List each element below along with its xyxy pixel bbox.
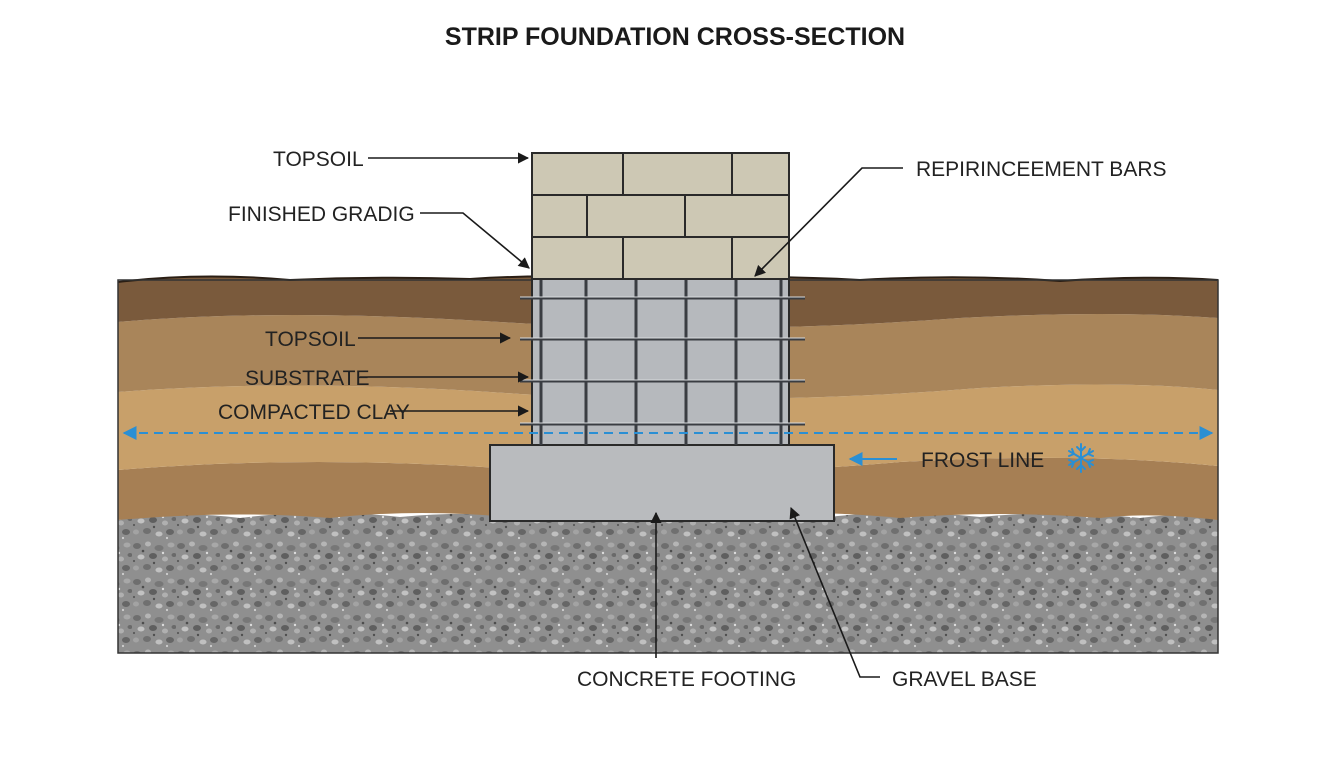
diagram-title: STRIP FOUNDATION CROSS-SECTION [445, 23, 905, 51]
callout-labels: TOPSOIL FINISHED GRADIG REPIRINCEEMENT B… [218, 148, 1167, 691]
block-wall [531, 152, 790, 280]
label-reinforcement-bars: REPIRINCEEMENT BARS [916, 158, 1167, 181]
label-substrate: SUBSTRATE [245, 367, 369, 390]
snowflake-icon [1068, 443, 1094, 473]
label-topsoil-mid: TOPSOIL [265, 328, 356, 351]
leader-lines [358, 152, 903, 678]
stem-wall [531, 278, 790, 446]
concrete-footing [489, 444, 835, 522]
gravel-layer [118, 512, 1218, 653]
block-wall-face [531, 152, 790, 280]
label-finished-grading: FINISHED GRADIG [228, 203, 415, 226]
label-compacted-clay: COMPACTED CLAY [218, 401, 410, 424]
rebar-cage [520, 278, 805, 446]
frost-line-label: FROST LINE [921, 449, 1044, 472]
frost-line: FROST LINE [122, 426, 1214, 473]
label-topsoil-top: TOPSOIL [273, 148, 364, 171]
label-gravel-base: GRAVEL BASE [892, 668, 1037, 691]
label-concrete-footing: CONCRETE FOOTING [577, 668, 796, 691]
